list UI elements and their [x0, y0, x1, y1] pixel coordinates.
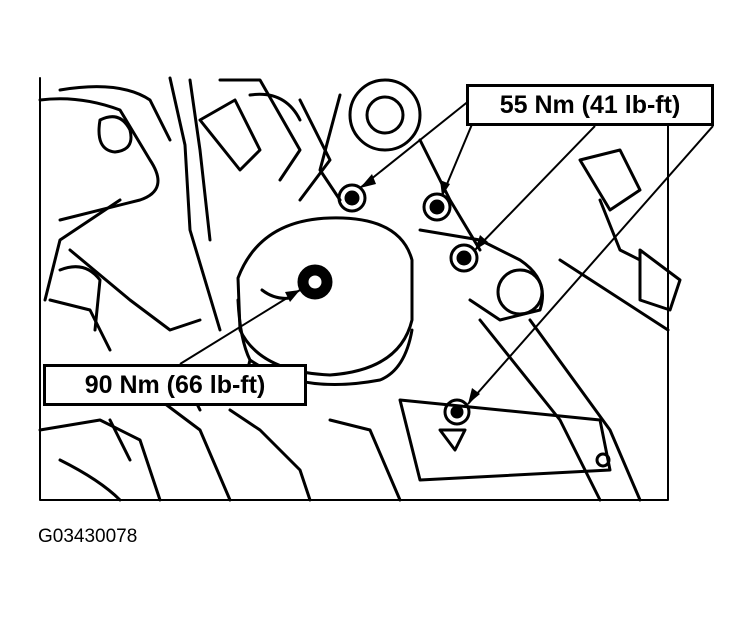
lower-ducting [38, 418, 162, 502]
torque-callout-55nm-label: 55 Nm (41 lb-ft) [499, 90, 681, 119]
torque-callout-90nm: 90 Nm (66 lb-ft) [43, 364, 307, 406]
leader-upper-nut-1 [359, 99, 471, 189]
upper-boss [348, 78, 422, 152]
upper-nut-3 [449, 243, 479, 273]
figure-id: G03430078 [38, 526, 138, 547]
upper-left-tubing [38, 97, 160, 222]
right-connector [578, 148, 642, 212]
torque-callout-55nm: 55 Nm (41 lb-ft) [466, 84, 714, 126]
artwork-border [39, 77, 669, 501]
leader-upper-nut-3 [474, 125, 596, 251]
upper-nut-1 [337, 183, 367, 213]
upper-nut-2 [422, 192, 452, 222]
leader-center-bolt [179, 289, 301, 365]
leader-lower-nut [467, 125, 714, 405]
engine-mount-body [236, 216, 414, 377]
lower-nut [443, 398, 471, 426]
torque-callout-90nm-label: 90 Nm (66 lb-ft) [84, 370, 266, 399]
